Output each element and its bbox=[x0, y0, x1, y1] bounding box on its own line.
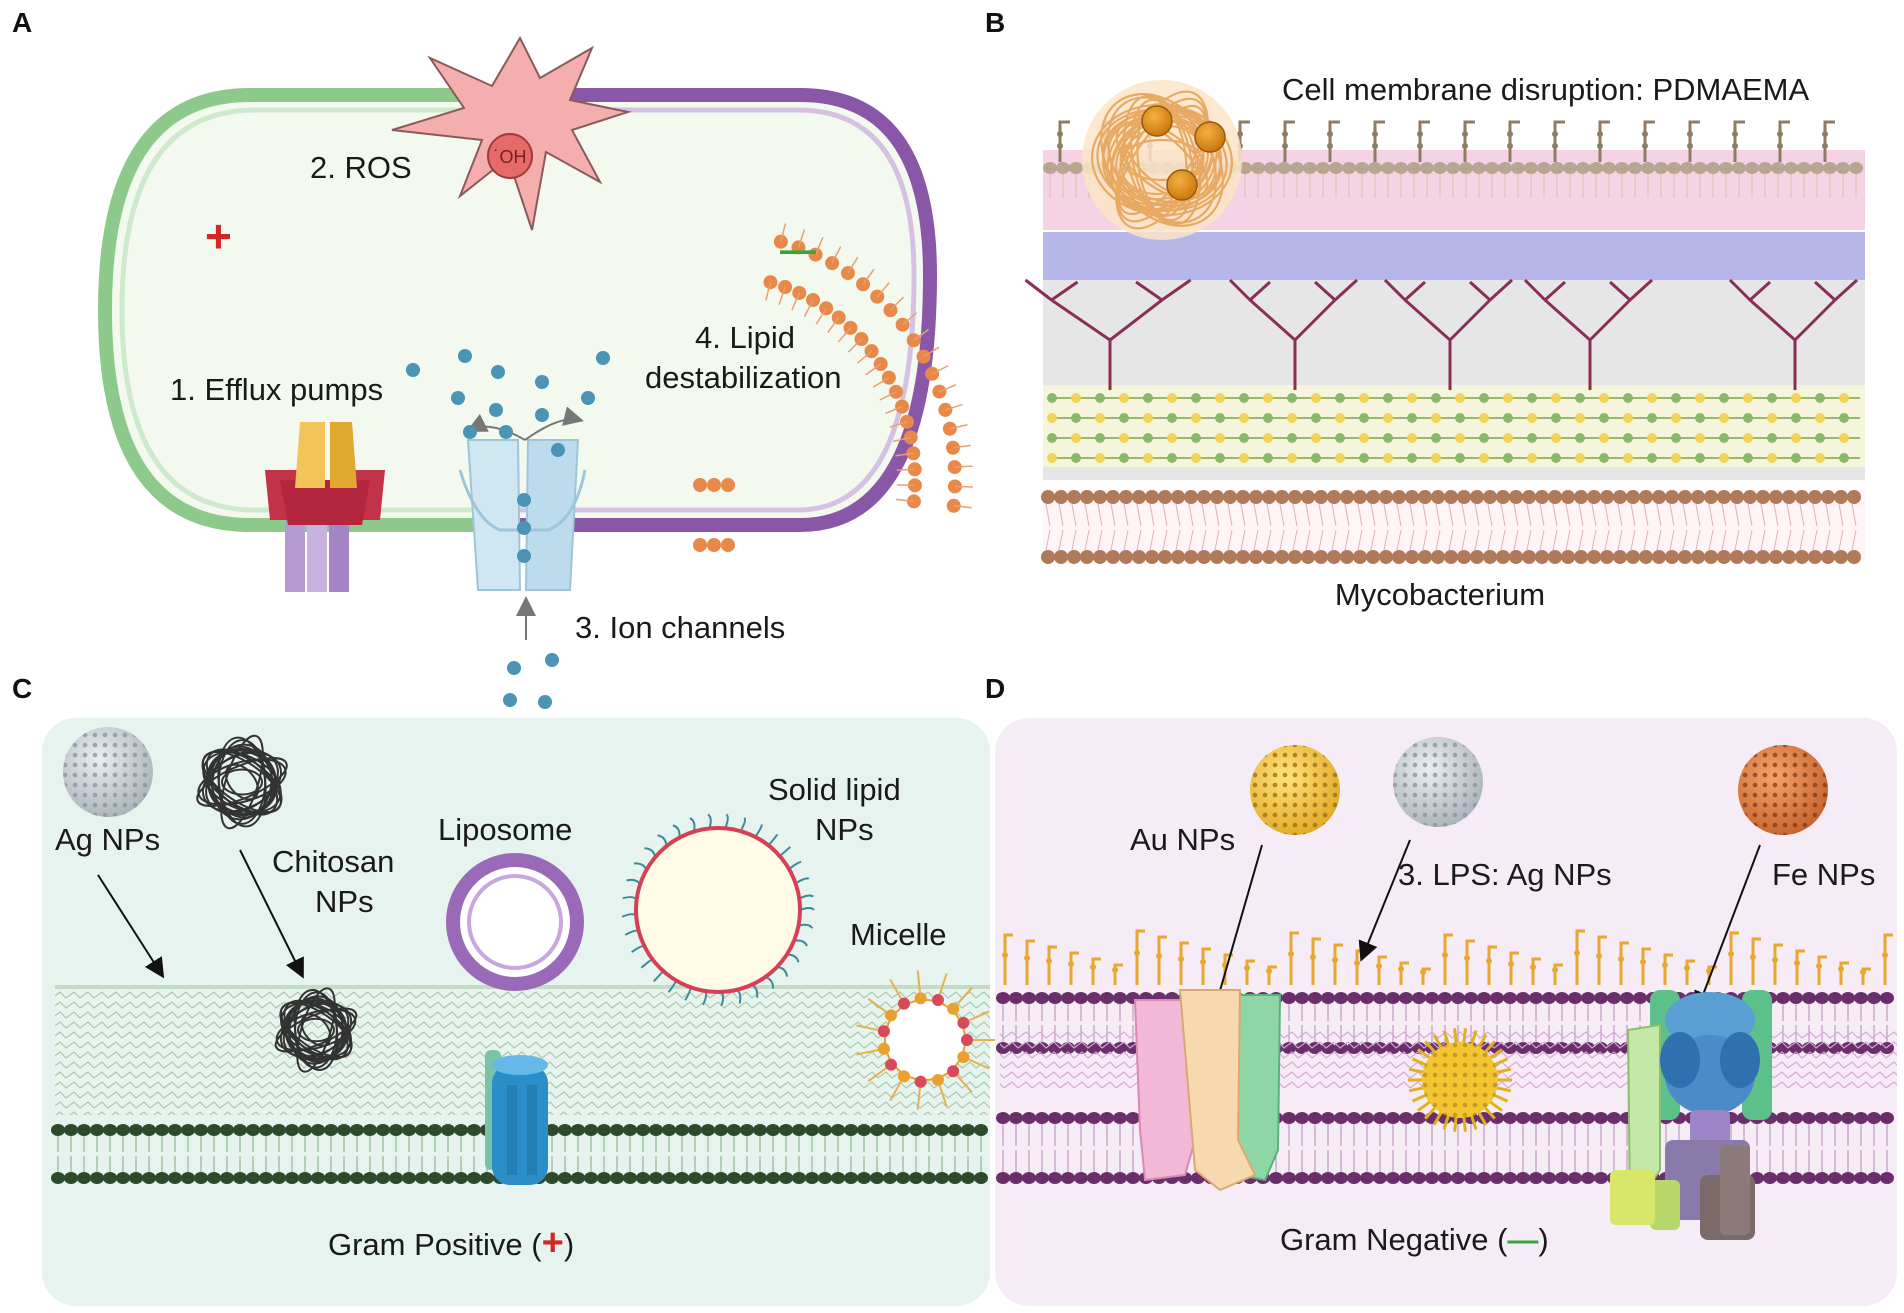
panel-b-letter: B bbox=[985, 7, 1005, 38]
panel-c-letter: C bbox=[12, 673, 32, 704]
ion-channels-label: 3. Ion channels bbox=[575, 610, 785, 645]
au-label: Au NPs bbox=[1130, 822, 1235, 857]
au-nanoparticle-dots bbox=[1250, 745, 1340, 835]
lps-label: 3. LPS: Ag NPs bbox=[1398, 857, 1612, 892]
panel-c-caption: Gram Positive (+) bbox=[328, 1222, 574, 1264]
sln-label-2: NPs bbox=[815, 812, 874, 847]
panel-d-caption-sign: — bbox=[1507, 1222, 1538, 1257]
channel-protein bbox=[485, 1050, 548, 1185]
panel-a: A ˙OH 2. ROS + — 4. Lipid destabilizatio… bbox=[12, 7, 973, 709]
chitosan-label-1: Chitosan bbox=[272, 844, 394, 879]
panel-d-letter: D bbox=[985, 673, 1005, 704]
panel-d-caption-text: Gram Negative ( bbox=[1280, 1222, 1508, 1257]
efflux-label: 1. Efflux pumps bbox=[170, 372, 383, 407]
panel-c-caption-sign: + bbox=[542, 1222, 564, 1264]
fe-nanoparticle-dots bbox=[1738, 745, 1828, 835]
ros-label: 2. ROS bbox=[310, 150, 412, 185]
oh-label: ˙OH bbox=[494, 147, 527, 167]
plus-sign: + bbox=[205, 210, 232, 262]
panel-b-caption: Mycobacterium bbox=[1335, 577, 1545, 612]
panel-d-caption-close: ) bbox=[1538, 1222, 1548, 1257]
solid-lipid-np bbox=[636, 828, 800, 992]
panel-d: D Au NPs 3. LPS: Ag NPs Fe NPs bbox=[985, 673, 1897, 1306]
liposome-label: Liposome bbox=[438, 812, 572, 847]
panel-c-caption-close: ) bbox=[564, 1227, 574, 1262]
panel-c: C Ag NPs Chitosan NPs Liposome Solid lip… bbox=[12, 673, 995, 1306]
panel-b: B Cell membrane disruption: PDMAEMA Myco… bbox=[985, 7, 1865, 612]
lipid-label-1: 4. Lipid bbox=[695, 320, 795, 355]
fe-label: Fe NPs bbox=[1772, 857, 1875, 892]
chitosan-label-2: NPs bbox=[315, 884, 374, 919]
minus-sign: — bbox=[780, 229, 816, 270]
sln-label-1: Solid lipid bbox=[768, 772, 901, 807]
panel-b-title: Cell membrane disruption: PDMAEMA bbox=[1282, 72, 1810, 107]
ag-nanoparticle-dots bbox=[63, 727, 153, 817]
ag-nanoparticle-d-dots bbox=[1393, 737, 1483, 827]
ag-label: Ag NPs bbox=[55, 822, 160, 857]
panel-a-letter: A bbox=[12, 7, 32, 38]
liposome-inner bbox=[469, 876, 561, 968]
panel-d-caption: Gram Negative (—) bbox=[1280, 1222, 1549, 1257]
micelle-label: Micelle bbox=[850, 917, 946, 952]
lipid-label-2: destabilization bbox=[645, 360, 841, 395]
porin bbox=[1135, 990, 1280, 1190]
panel-c-caption-text: Gram Positive ( bbox=[328, 1227, 542, 1262]
